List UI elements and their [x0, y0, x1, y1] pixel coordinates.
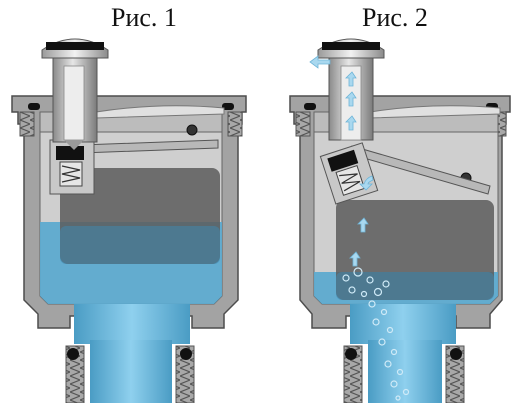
seal-ring-left: [304, 103, 316, 110]
air-exit-arrow-icon: [309, 55, 331, 69]
air-flow-arrows: [309, 55, 374, 267]
figure-2-open-valve: [289, 38, 511, 403]
arrow-up-icon: [345, 91, 357, 107]
arrow-up-icon: [349, 251, 361, 267]
figure-1-title: Рис. 1: [111, 3, 177, 32]
arrow-up-icon: [357, 217, 369, 233]
curved-arrow-icon: [359, 175, 374, 191]
figure-1-closed-valve: [11, 38, 247, 403]
bottom-fitting: [343, 345, 465, 403]
bottom-fitting: [65, 345, 195, 403]
float: [60, 168, 220, 264]
figure-2-title: Рис. 2: [362, 3, 428, 32]
arrow-up-icon: [345, 71, 357, 87]
top-stem: [41, 38, 109, 150]
valve-mechanism: [49, 139, 95, 195]
seal-ring-left: [28, 103, 40, 110]
float: [336, 200, 494, 300]
arrow-up-icon: [345, 115, 357, 131]
valve-mechanism: [319, 142, 379, 205]
air-bubbles: [342, 267, 410, 401]
seal-ring-right: [222, 103, 234, 110]
